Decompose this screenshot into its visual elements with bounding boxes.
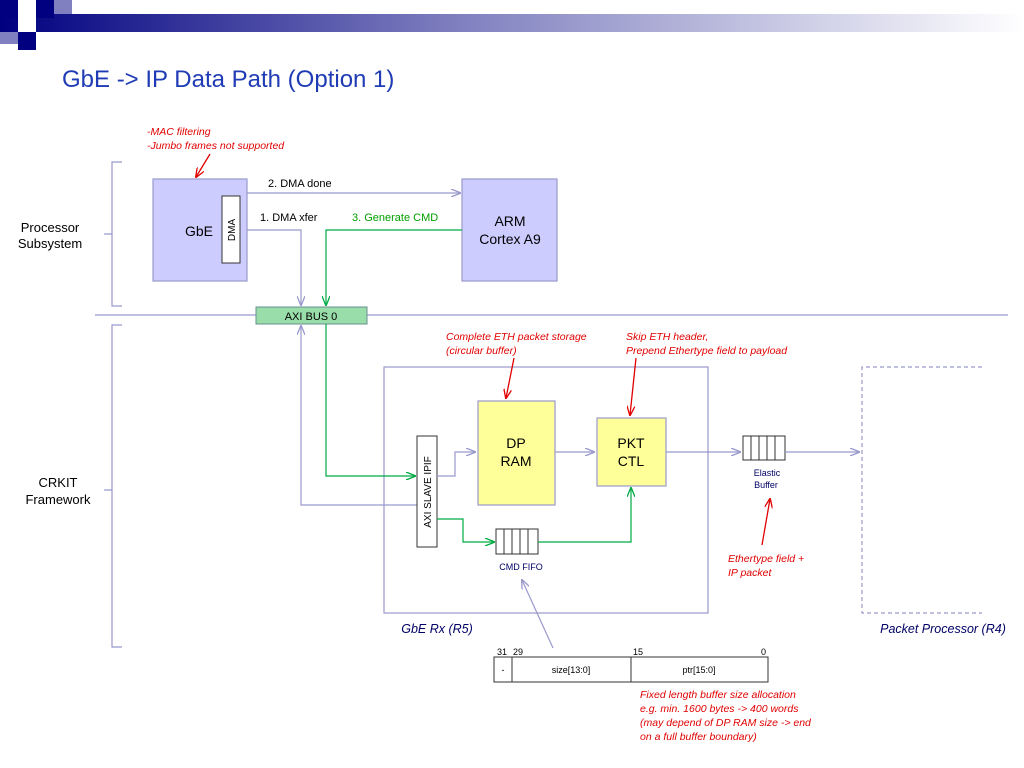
- arm-label-line1: ARM: [494, 213, 525, 229]
- crkit-bracket: [104, 324, 122, 648]
- axi-slave-ipif: AXI SLAVE IPIF: [416, 435, 438, 548]
- pkt-ctl-note: Skip ETH header, Prepend Ethertype field…: [626, 331, 788, 415]
- dma-xfer-label: 1. DMA xfer: [260, 212, 318, 224]
- fixed-length-line4: on a full buffer boundary): [640, 731, 757, 743]
- elastic-note: Ethertype field + IP packet: [728, 499, 804, 579]
- crkit-label-line1: CRKIT: [39, 475, 78, 490]
- mac-note: -MAC filtering -Jumbo frames not support…: [147, 126, 285, 177]
- pkt-ctl-note-line1: Skip ETH header,: [626, 331, 708, 343]
- gbe-rx-container: [383, 366, 709, 614]
- dp-ram-label-line2: RAM: [500, 453, 531, 469]
- mac-note-line2: -Jumbo frames not supported: [147, 140, 285, 152]
- bit-0: 0: [761, 647, 766, 657]
- dp-ram-note-line2: (circular buffer): [446, 345, 517, 357]
- arm-block: ARM Cortex A9: [461, 178, 558, 282]
- dma-label: DMA: [227, 219, 238, 242]
- fixed-length-line1: Fixed length buffer size allocation: [640, 689, 796, 701]
- slave-to-bus-arrow: [301, 326, 417, 506]
- elastic-note-arrow: [761, 499, 770, 546]
- header-banner: [0, 0, 1024, 50]
- packet-processor-container: [861, 366, 982, 614]
- cmd-fifo: CMD FIFO: [495, 528, 543, 572]
- dma-done-label: 2. DMA done: [268, 178, 332, 190]
- crkit-label-line2: Framework: [25, 492, 91, 507]
- slave-to-dpram-arrow: [437, 452, 475, 477]
- elastic-buffer: Elastic Buffer: [742, 435, 786, 490]
- elastic-label-line1: Elastic: [754, 468, 781, 478]
- bit-29: 29: [513, 647, 523, 657]
- elastic-note-line2: IP packet: [728, 567, 772, 579]
- cmdfifo-to-pktctl-arrow: [538, 488, 631, 543]
- field-reserved: -: [502, 665, 505, 675]
- dp-ram-label-line1: DP: [506, 435, 525, 451]
- bit-15: 15: [633, 647, 643, 657]
- dp-ram-note-line1: Complete ETH packet storage: [446, 331, 587, 343]
- fixed-length-note: Fixed length buffer size allocation e.g.…: [640, 689, 812, 743]
- section-processor: Processor Subsystem: [18, 161, 122, 307]
- packet-processor-caption: Packet Processor (R4): [880, 622, 1006, 636]
- mac-note-arrow: [196, 153, 211, 177]
- arm-label-line2: Cortex A9: [479, 231, 541, 247]
- gbe-rx-caption: GbE Rx (R5): [401, 622, 473, 636]
- axi-bus: AXI BUS 0: [255, 306, 368, 325]
- fixed-length-line2: e.g. min. 1600 bytes -> 400 words: [640, 703, 799, 715]
- section-crkit: CRKIT Framework: [25, 324, 122, 648]
- cmdword-to-fifo-arrow: [522, 580, 554, 649]
- pkt-ctl-label-line1: PKT: [617, 435, 645, 451]
- cmd-word-format: 31 29 15 0 - size[13:0] ptr[15:0]: [493, 647, 769, 683]
- processor-bracket: [104, 161, 122, 307]
- mac-note-line1: -MAC filtering: [147, 126, 211, 138]
- cmd-fifo-label: CMD FIFO: [499, 562, 543, 572]
- generate-cmd-arrow: [326, 229, 462, 305]
- dma-xfer-arrow: [247, 229, 301, 305]
- bus-to-slave-arrow: [325, 324, 415, 476]
- dp-ram-block: DP RAM: [477, 400, 556, 506]
- pkt-ctl-note-line2: Prepend Ethertype field to payload: [626, 345, 788, 357]
- gbe-label: GbE: [185, 223, 213, 239]
- field-size: size[13:0]: [552, 665, 591, 675]
- page-title: GbE -> IP Data Path (Option 1): [62, 66, 394, 93]
- dp-ram-note-arrow: [506, 357, 515, 398]
- processor-label-line1: Processor: [21, 220, 80, 235]
- slave-to-cmdfifo-arrow: [437, 518, 494, 542]
- fixed-length-line3: (may depend of DP RAM size -> end: [640, 717, 812, 729]
- bit-31: 31: [497, 647, 507, 657]
- axi-bus-label: AXI BUS 0: [285, 311, 338, 323]
- processor-label-line2: Subsystem: [18, 236, 82, 251]
- axi-slave-label: AXI SLAVE IPIF: [423, 456, 434, 528]
- pkt-ctl-note-arrow: [630, 357, 637, 415]
- elastic-label-line2: Buffer: [754, 480, 778, 490]
- pkt-ctl-label-line2: CTL: [618, 453, 645, 469]
- elastic-note-line1: Ethertype field +: [728, 553, 804, 565]
- dp-ram-note: Complete ETH packet storage (circular bu…: [446, 331, 587, 398]
- field-ptr: ptr[15:0]: [682, 665, 715, 675]
- dma-block: DMA: [221, 195, 241, 264]
- pkt-ctl-block: PKT CTL: [596, 417, 667, 487]
- generate-cmd-label: 3. Generate CMD: [352, 212, 438, 224]
